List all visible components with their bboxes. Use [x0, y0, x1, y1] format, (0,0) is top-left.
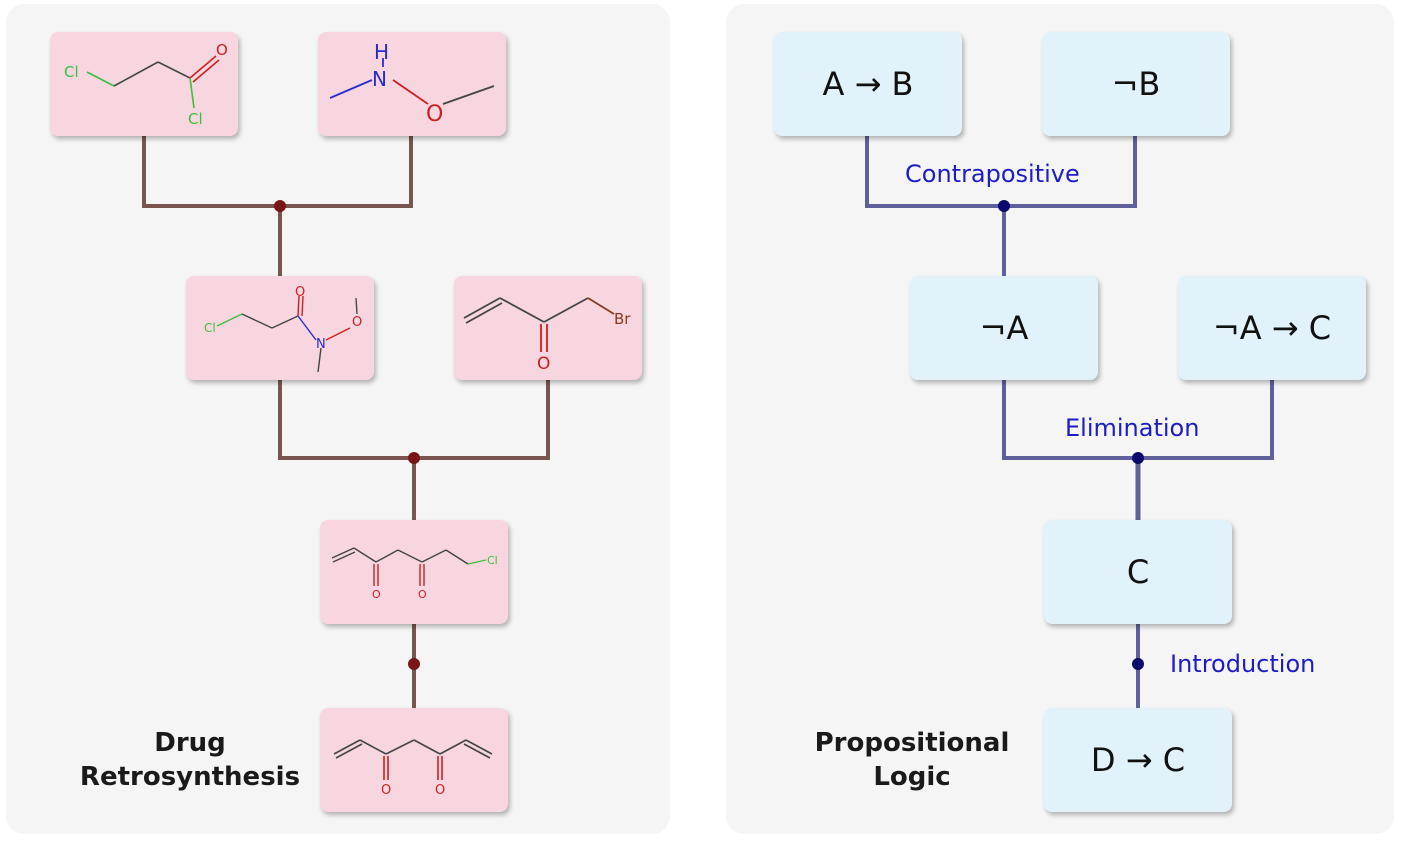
edge-label-introduction: Introduction [1170, 650, 1316, 678]
proposition-node-c: C [1044, 520, 1232, 624]
atom-label: O [381, 783, 391, 798]
molecule-node-chloropropionyl-chloride: Cl O Cl [50, 32, 238, 136]
proposition-node-not-a: ¬A [910, 276, 1098, 380]
proposition-node-d-implies-c: D → C [1044, 708, 1232, 812]
molecule-structure: O O Cl [331, 547, 498, 601]
atom-label: Br [614, 310, 631, 328]
caption-line: Propositional [814, 728, 1010, 758]
proposition-text: D → C [1090, 741, 1186, 779]
proposition-text: C [1126, 553, 1150, 591]
atom-label: O [537, 354, 550, 374]
molecule-structure: H N O [329, 40, 495, 127]
logic-caption: Propositional Logic [792, 726, 1032, 794]
atom-label: N [372, 67, 387, 91]
atom-label: O [372, 588, 381, 601]
atom-label: O [435, 783, 445, 798]
molecule-node-heptadienedione: O O [320, 708, 508, 812]
proposition-text: A → B [822, 65, 914, 103]
atom-label: O [418, 588, 427, 601]
atom-label: Cl [204, 321, 216, 335]
atom-label: H [374, 40, 389, 64]
edge-label-elimination: Elimination [1065, 414, 1200, 442]
atom-label: Cl [64, 63, 79, 81]
retrosynthesis-caption: Drug Retrosynthesis [70, 726, 310, 794]
molecule-structure: O O [333, 739, 493, 798]
molecule-structure: Cl O N O [204, 285, 362, 373]
atom-label: O [216, 41, 228, 59]
molecule-structure: Br O [463, 297, 631, 374]
proposition-text: ¬B [1111, 65, 1161, 103]
atom-label: Cl [188, 110, 203, 128]
atom-label: O [295, 285, 305, 300]
molecule-node-methoxymethylamine: H N O [318, 32, 506, 136]
molecule-structure: Cl O Cl [64, 41, 228, 128]
caption-line: Retrosynthesis [79, 762, 301, 792]
proposition-node-not-a-implies-c: ¬A → C [1178, 276, 1366, 380]
caption-line: Drug [154, 728, 226, 758]
proposition-text: ¬A [979, 309, 1029, 347]
atom-label: O [352, 315, 362, 330]
atom-label: N [316, 337, 326, 352]
atom-label: Cl [487, 554, 498, 567]
caption-line: Logic [873, 762, 951, 792]
edge-label-contrapositive: Contrapositive [905, 160, 1080, 188]
molecule-node-weinreb-amide: Cl O N O [186, 276, 374, 380]
proposition-node-not-b: ¬B [1042, 32, 1230, 136]
atom-label: O [426, 102, 443, 127]
proposition-node-a-implies-b: A → B [774, 32, 962, 136]
proposition-text: ¬A → C [1212, 309, 1332, 347]
molecule-node-chloro-diketone: O O Cl [320, 520, 508, 624]
molecule-node-bromomethyl-vinyl-ketone: Br O [454, 276, 642, 380]
